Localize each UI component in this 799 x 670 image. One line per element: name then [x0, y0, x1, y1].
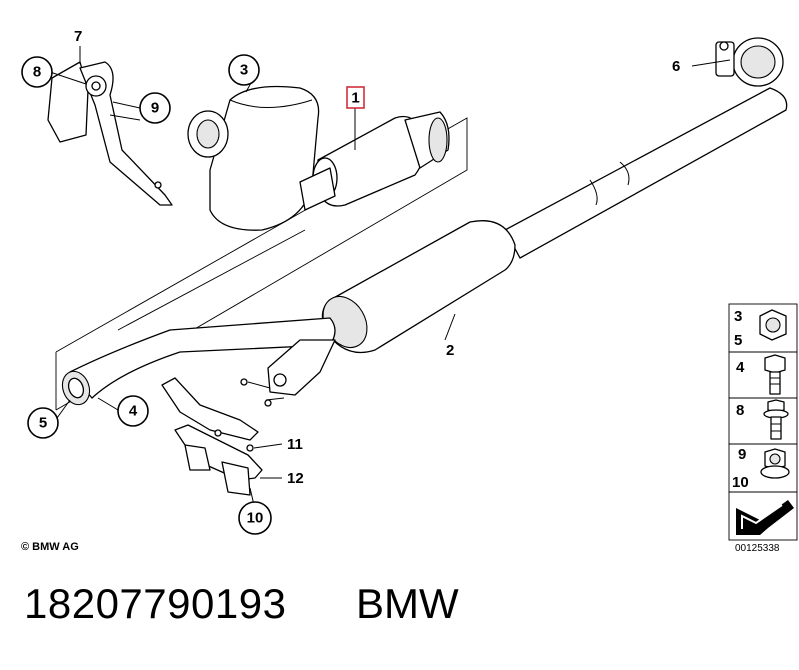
assembly-frame [55, 117, 468, 411]
callout-2[interactable]: 2 [446, 342, 454, 359]
legend-label-4: 4 [736, 359, 745, 376]
legend-label-5: 5 [734, 332, 742, 349]
callout-11[interactable]: 11 [287, 436, 303, 453]
callout-12[interactable]: 12 [287, 470, 304, 487]
front-pipe [61, 317, 336, 406]
fastener-legend: 3 5 4 8 9 10 [728, 303, 798, 541]
legend-label-10: 10 [732, 474, 749, 491]
callout-4[interactable]: 4 [129, 403, 138, 420]
legend-label-3: 3 [734, 308, 742, 325]
legend-label-9: 9 [738, 446, 746, 463]
hex-bolt-icon [764, 354, 786, 395]
brand-name: BMW [356, 580, 459, 627]
front-mount-brackets [161, 377, 263, 496]
callout-7[interactable]: 7 [74, 28, 82, 45]
leader-lines [49, 46, 731, 506]
callout-8-circle [21, 56, 53, 88]
callout-5-circle [27, 407, 59, 439]
legend-row-arrow [728, 491, 798, 541]
direction-arrow-icon [736, 500, 794, 535]
callout-10-circle [238, 501, 272, 535]
upper-bracket [47, 61, 173, 206]
callout-3-circle [228, 54, 260, 86]
rear-pipe [504, 87, 788, 259]
callout-5[interactable]: 5 [39, 415, 47, 432]
callouts: 7 8 9 3 1 6 2 5 4 11 12 10 [21, 28, 680, 535]
part-number: 18207790193 [24, 580, 287, 627]
hex-nut-icon [759, 309, 787, 341]
legend-label-8: 8 [736, 402, 744, 419]
callout-9-circle [139, 92, 171, 124]
callout-1-highlight [346, 86, 365, 109]
callout-10[interactable]: 10 [247, 510, 264, 527]
callout-1[interactable]: 1 [351, 90, 359, 107]
callout-6[interactable]: 6 [672, 58, 680, 75]
muffler-hanger [240, 339, 336, 407]
callout-8[interactable]: 8 [33, 64, 41, 81]
particulate-filter[interactable] [187, 85, 336, 231]
flange-nut-icon [760, 448, 790, 479]
drawing-number: 00125338 [735, 543, 780, 554]
callout-4-circle [117, 395, 149, 427]
callout-3[interactable]: 3 [240, 62, 248, 79]
flange-bolt-icon [763, 399, 789, 440]
center-muffler[interactable] [314, 220, 516, 356]
callout-9[interactable]: 9 [151, 100, 159, 117]
copyright-notice: © BMW AG [21, 541, 79, 553]
pipe-clamp[interactable] [715, 37, 784, 87]
